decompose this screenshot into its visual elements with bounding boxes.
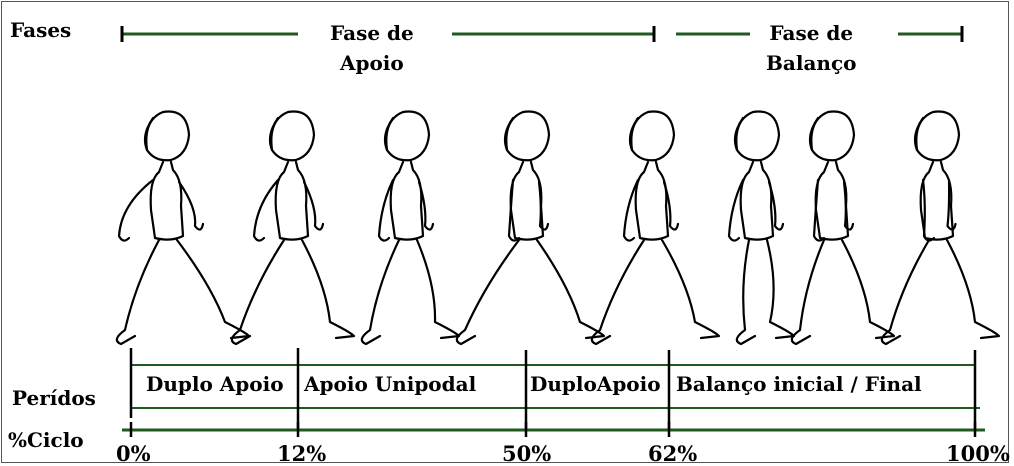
walking-figure [115,110,251,346]
stance-phase-label: Fase de Apoio [330,21,414,75]
period-single-support: Apoio Unipodal [304,372,477,396]
walking-figure [455,110,606,346]
cycle-tick-12: 12% [277,441,327,466]
walking-figure [790,110,896,346]
walking-figures [115,110,1001,346]
periods-label: Perídos [12,386,96,410]
cycle-tick-62: 62% [648,441,698,466]
phases-label: Fases [10,18,72,42]
phase-bars [120,26,964,42]
walking-figure [590,110,721,346]
period-dividers [129,348,977,430]
period-swing: Balanço inicial / Final [676,372,922,396]
cycle-axis [122,422,985,437]
cycle-label: %Ciclo [8,428,84,452]
periods-table [130,364,980,409]
cycle-tick-100: 100% [946,441,1010,466]
period-double-support-2: DuploApoio [530,372,661,396]
walking-figure [880,110,1001,346]
period-double-support-1: Duplo Apoio [146,372,284,396]
cycle-tick-0: 0% [116,441,151,466]
walking-figure [230,110,356,346]
cycle-tick-50: 50% [502,441,552,466]
walking-figure [360,110,461,346]
walking-figure [727,110,796,346]
swing-phase-label: Fase de Balanço [766,21,857,75]
